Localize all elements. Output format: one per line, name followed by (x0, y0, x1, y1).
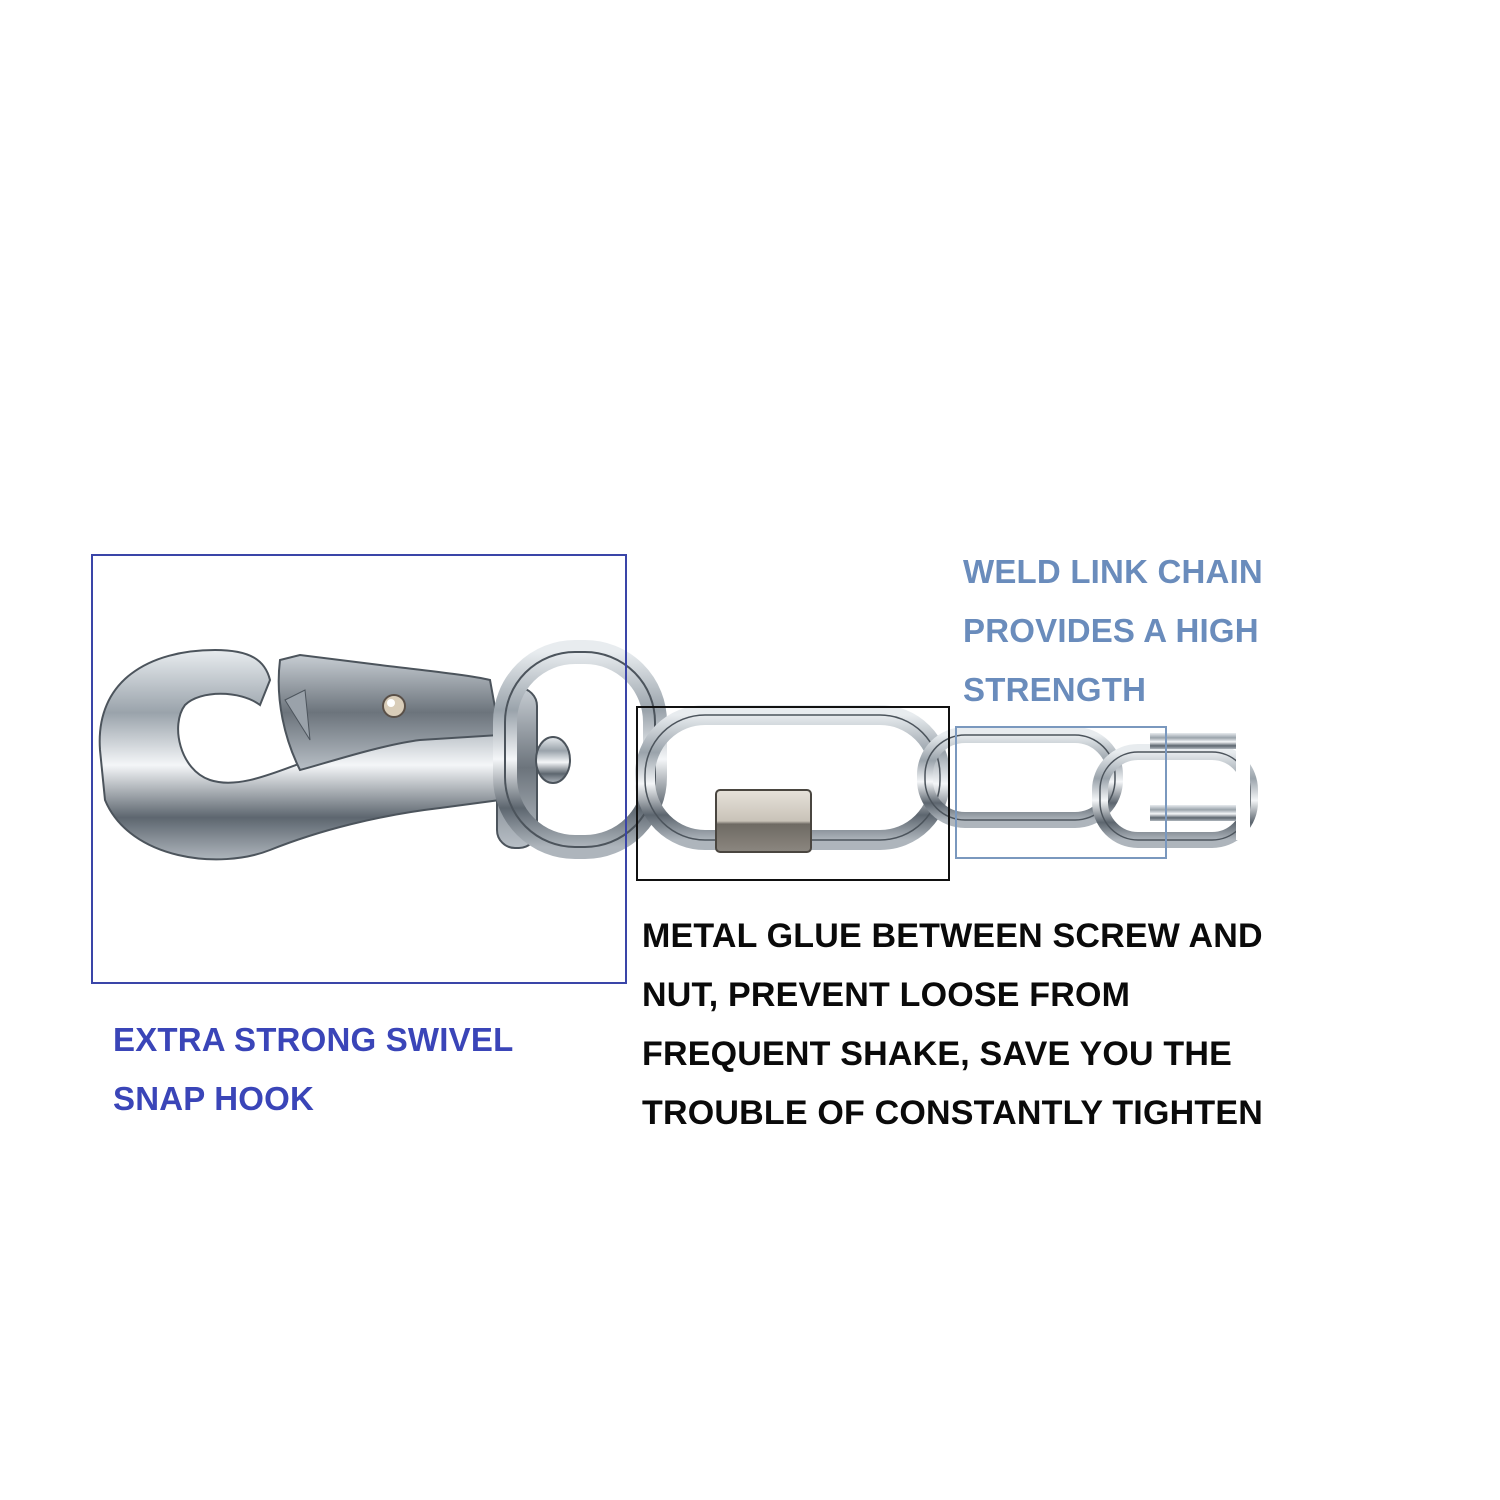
snap-hook-label-line: SNAP HOOK (113, 1080, 315, 1117)
quick-link-label-line: TROUBLE OF CONSTANTLY TIGHTEN (642, 1094, 1263, 1132)
weld-chain-label-line: STRENGTH (963, 671, 1147, 708)
quick-link (635, 705, 950, 853)
quick-link-callout-box (636, 706, 950, 881)
weld-chain-label: WELD LINK CHAIN PROVIDES A HIGH STRENGTH (963, 542, 1263, 719)
weld-chain-callout-box (955, 726, 1167, 859)
snap-hook-label: EXTRA STRONG SWIVEL SNAP HOOK (113, 1010, 513, 1128)
quick-link-label: METAL GLUE BETWEEN SCREW AND NUT, PREVEN… (642, 907, 1263, 1143)
weld-chain-label-line: WELD LINK CHAIN (963, 553, 1263, 590)
weld-link-chain (917, 720, 1258, 848)
quick-link-label-line: FREQUENT SHAKE, SAVE YOU THE (642, 1035, 1232, 1073)
snap-hook (98, 648, 502, 861)
snap-hook-label-line: EXTRA STRONG SWIVEL (113, 1021, 514, 1058)
quick-link-label-line: NUT, PREVENT LOOSE FROM (642, 976, 1131, 1014)
snap-hook-callout-box (91, 554, 627, 984)
weld-chain-label-line: PROVIDES A HIGH (963, 612, 1259, 649)
quick-link-label-line: METAL GLUE BETWEEN SCREW AND (642, 917, 1263, 955)
